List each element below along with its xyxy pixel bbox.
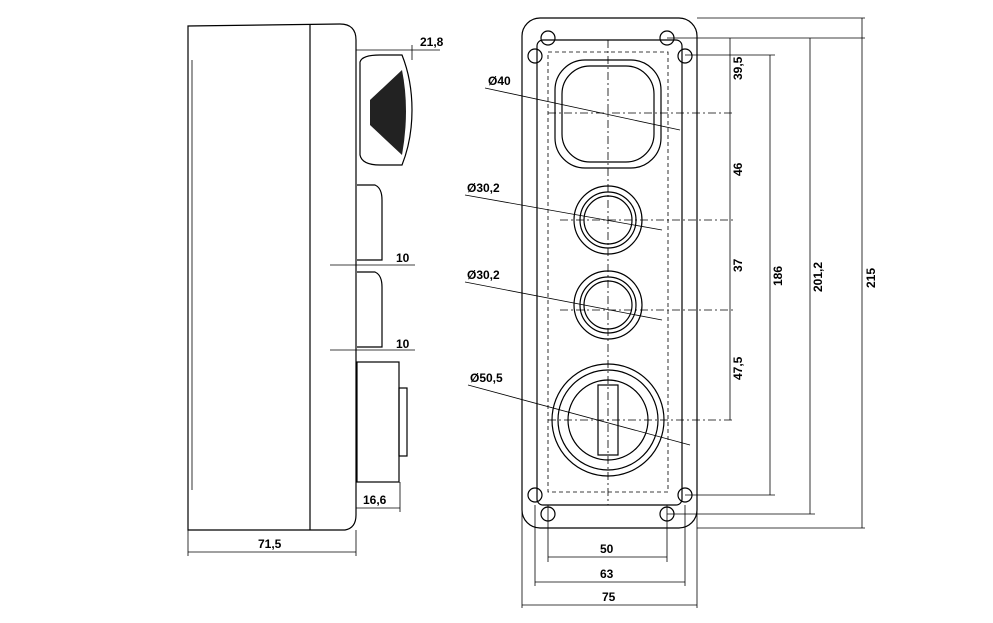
spacing-3: 37 xyxy=(731,258,745,272)
spacing-2: 46 xyxy=(731,162,745,176)
spacing-1: 39,5 xyxy=(731,56,745,80)
dim-gap-2: 10 xyxy=(396,337,410,351)
diameter-third: Ø30,2 xyxy=(467,268,500,282)
spacing-4: 47,5 xyxy=(731,356,745,380)
diameter-second: Ø30,2 xyxy=(467,181,500,195)
mushroom-button xyxy=(554,59,662,169)
width-overall: 75 xyxy=(602,590,616,604)
pushbutton-side-2 xyxy=(357,271,383,348)
front-view: Ø40 Ø30,2 Ø30,2 Ø50,5 39,5 46 37 47,5 18… xyxy=(464,17,878,608)
diameter-bottom: Ø50,5 xyxy=(470,371,503,385)
screw-icons xyxy=(527,30,693,522)
dim-button-protrusion: 21,8 xyxy=(420,35,444,49)
height-overall: 215 xyxy=(864,268,878,288)
dim-gap-1: 10 xyxy=(396,251,410,265)
dim-selector-depth: 16,6 xyxy=(363,493,387,507)
side-view: 21,8 10 10 16,6 71,5 xyxy=(187,23,444,556)
height-mid: 201,2 xyxy=(811,262,825,292)
diameter-top: Ø40 xyxy=(488,74,511,88)
dim-box-depth: 71,5 xyxy=(258,537,282,551)
mushroom-button-side xyxy=(359,54,413,166)
height-inner: 186 xyxy=(771,266,785,286)
width-mid: 63 xyxy=(600,567,614,581)
pushbutton-side-1 xyxy=(357,184,383,261)
pushbutton-2 xyxy=(573,270,643,340)
width-inner: 50 xyxy=(600,542,614,556)
